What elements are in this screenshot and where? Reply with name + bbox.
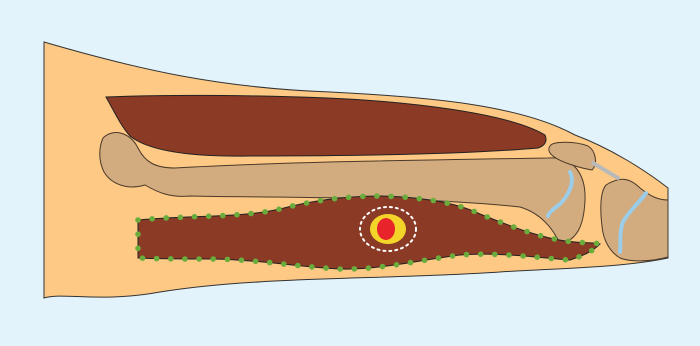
boundary-dot	[478, 251, 484, 257]
boundary-dot	[178, 215, 184, 221]
boundary-dot	[332, 196, 338, 202]
boundary-dot	[267, 260, 273, 266]
boundary-dot	[163, 215, 169, 221]
boundary-dot	[304, 200, 310, 206]
boundary-dot	[534, 254, 540, 260]
boundary-dot	[524, 229, 530, 235]
boundary-dot	[149, 216, 155, 222]
boundary-dot	[239, 257, 245, 263]
boundary-dot	[492, 252, 498, 258]
boundary-dot	[234, 212, 240, 218]
boundary-dot	[444, 200, 450, 206]
boundary-dot	[380, 264, 386, 270]
lesion-core	[377, 218, 395, 240]
boundary-dot	[471, 209, 477, 215]
boundary-dot	[374, 193, 380, 199]
boundary-dot	[135, 217, 141, 223]
boundary-dot	[394, 262, 400, 268]
boundary-dot	[276, 206, 282, 212]
boundary-dot	[192, 214, 198, 220]
boundary-dot	[182, 256, 188, 262]
boundary-dot	[196, 256, 202, 262]
boundary-dot	[135, 231, 141, 237]
boundary-dot	[498, 219, 504, 225]
boundary-dot	[485, 214, 491, 220]
boundary-dot	[135, 246, 141, 252]
boundary-dot	[408, 260, 414, 266]
boundary-dot	[388, 194, 394, 200]
boundary-dot	[436, 255, 442, 261]
boundary-dot	[549, 256, 555, 262]
boundary-dot	[589, 248, 595, 254]
boundary-dot	[168, 256, 174, 262]
boundary-dot	[580, 240, 586, 246]
boundary-dot	[281, 261, 287, 267]
boundary-dot	[360, 194, 366, 200]
boundary-dot	[458, 204, 464, 210]
boundary-dot	[366, 265, 372, 271]
boundary-dot	[210, 256, 216, 262]
boundary-dot	[402, 194, 408, 200]
boundary-dot	[563, 257, 569, 263]
boundary-dot	[464, 252, 470, 258]
boundary-dot	[352, 266, 358, 272]
boundary-dot	[576, 254, 582, 260]
boundary-dot	[262, 209, 268, 215]
boundary-dot	[323, 265, 329, 271]
boundary-dot	[318, 198, 324, 204]
boundary-dot	[520, 253, 526, 259]
boundary-dot	[566, 239, 572, 245]
boundary-dot	[253, 259, 259, 265]
boundary-dot	[538, 233, 544, 239]
boundary-dot	[337, 266, 343, 272]
boundary-dot	[154, 256, 160, 262]
boundary-dot	[140, 255, 146, 261]
boundary-dot	[220, 213, 226, 219]
boundary-dot	[552, 236, 558, 242]
boundary-dot	[290, 203, 296, 209]
boundary-dot	[450, 253, 456, 259]
boundary-dot	[422, 258, 428, 264]
boundary-dot	[431, 198, 437, 204]
boundary-dot	[594, 241, 600, 247]
boundary-dot	[248, 211, 254, 217]
boundary-dot	[417, 196, 423, 202]
boundary-dot	[295, 263, 301, 269]
boundary-dot	[346, 195, 352, 201]
boundary-dot	[309, 264, 315, 270]
boundary-dot	[511, 224, 517, 230]
boundary-dot	[225, 257, 231, 263]
boundary-dot	[206, 213, 212, 219]
boundary-dot	[506, 252, 512, 258]
